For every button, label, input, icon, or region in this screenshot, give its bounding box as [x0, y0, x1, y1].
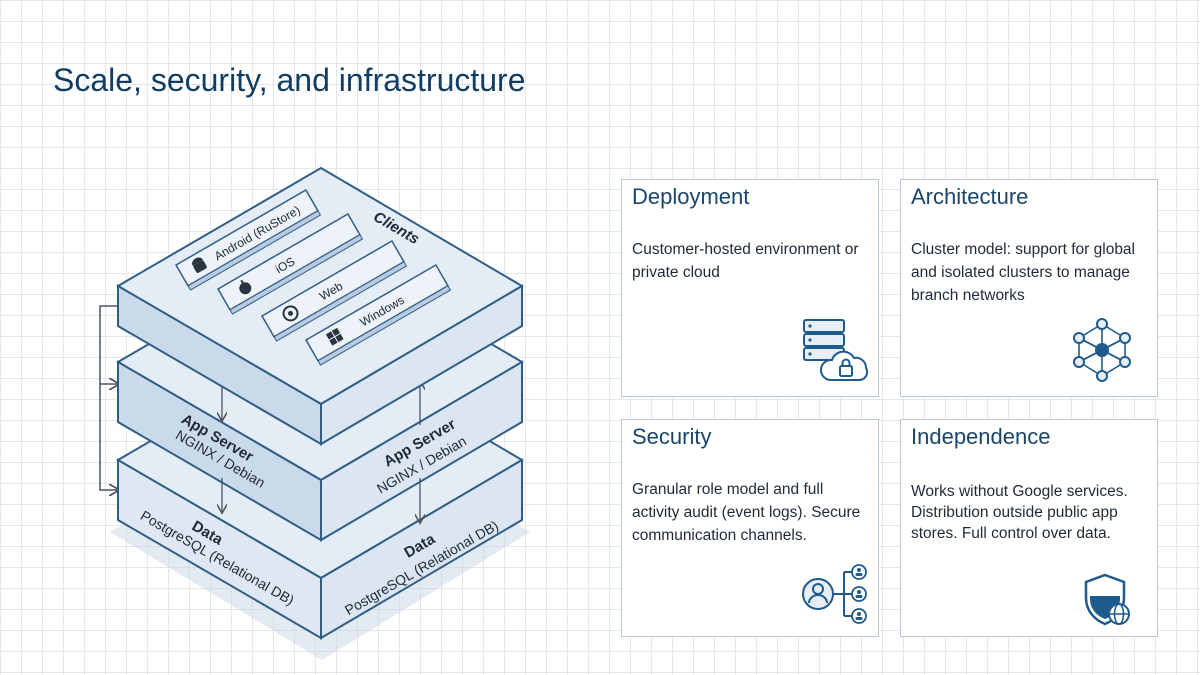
- chrome-icon: [282, 305, 299, 322]
- server-cloud-lock-icon: [803, 319, 869, 381]
- card-body: Cluster model: support for global and is…: [911, 241, 1136, 304]
- apple-icon: [239, 279, 252, 295]
- card-architecture: Architecture Cluster model: support for …: [900, 179, 1158, 397]
- client-item-android: Android (RuStore): [174, 188, 322, 291]
- windows-icon: [325, 327, 344, 346]
- card-title: Deployment: [632, 184, 750, 209]
- android-icon: [192, 257, 207, 273]
- network-cluster-icon: [1073, 318, 1131, 382]
- card-body: Customer-hosted environment or private c…: [632, 241, 859, 281]
- clients-layer: Clients Android (RuStore) iOS: [116, 166, 524, 446]
- card-title: Independence: [911, 424, 1051, 449]
- client-item-web: Web: [260, 239, 408, 342]
- card-deployment: Deployment Customer-hosted environment o…: [621, 179, 879, 397]
- shield-globe-icon: [1084, 573, 1130, 626]
- card-body: Works without Google services. Distribut…: [911, 483, 1128, 542]
- user-roles-icon: [802, 564, 867, 624]
- card-security: Security Granular role model and full ac…: [621, 419, 879, 637]
- card-title: Architecture: [911, 184, 1029, 209]
- card-body: Granular role model and full activity au…: [632, 481, 861, 544]
- architecture-stack-diagram: Data PostgreSQL (Relational DB) Data Pos…: [99, 166, 530, 660]
- loop-arrow: [99, 305, 118, 490]
- page-title: Scale, security, and infrastructure: [53, 62, 526, 98]
- card-title: Security: [632, 424, 712, 449]
- client-item-windows: Windows: [304, 263, 452, 366]
- client-item-ios: iOS: [216, 212, 364, 315]
- card-independence: Independence Works without Google servic…: [900, 419, 1158, 637]
